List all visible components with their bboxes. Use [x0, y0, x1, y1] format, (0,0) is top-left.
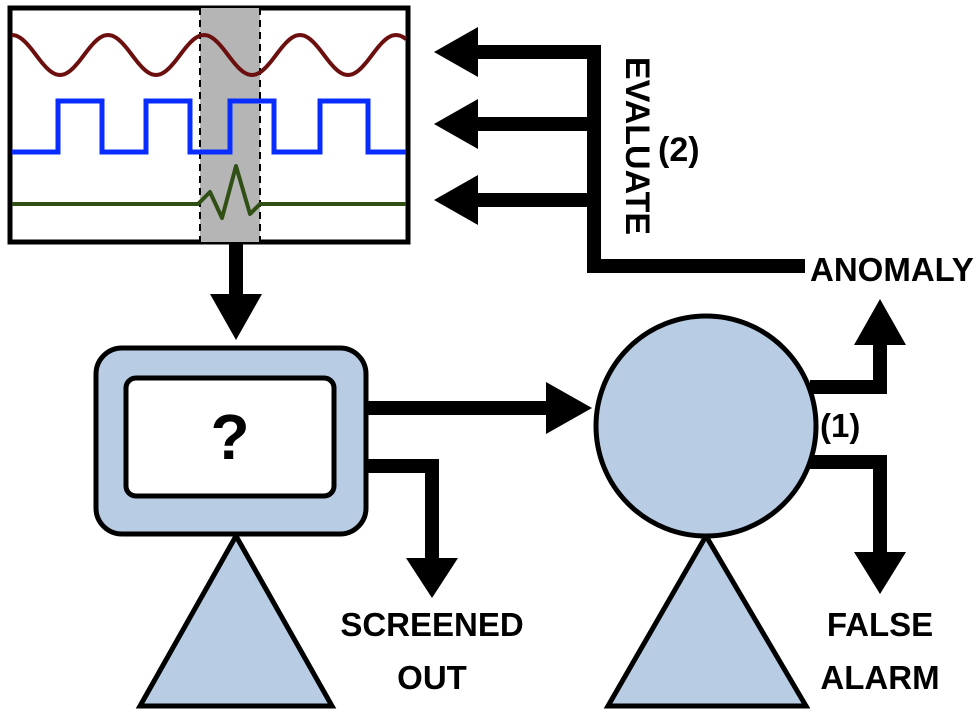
evaluate-bracket — [476, 45, 805, 273]
evaluate-arrowhead-middle — [434, 99, 478, 149]
false-label-line2: ALARM — [820, 659, 939, 696]
screen-to-analyst-arrow — [366, 382, 592, 434]
screening-node-body — [135, 530, 337, 709]
step-two-label: (2) — [658, 131, 700, 169]
false-alarm-arrowhead — [854, 552, 906, 594]
false-label-line1: FALSE — [827, 606, 933, 643]
evaluate-arrowhead-bottom — [434, 175, 478, 225]
screened-out-arrowhead — [406, 558, 458, 598]
screened-label-line2: OUT — [397, 659, 467, 696]
evaluate-label: EVALUATE — [618, 57, 656, 235]
panel-to-screen-arrowhead — [210, 294, 262, 340]
flat-signal — [12, 164, 406, 220]
anomaly-label: ANOMALY — [810, 251, 974, 288]
analyst-to-anomaly-arrow — [810, 299, 906, 394]
screened-out-arrow — [366, 459, 458, 598]
sine-signal — [11, 32, 408, 78]
step-one-label: (1) — [820, 407, 860, 444]
panel-to-screen-arrow — [210, 242, 262, 340]
analyst-to-false-alarm-arrow — [810, 455, 906, 594]
square-signal — [12, 98, 406, 155]
analyst-node-head — [593, 313, 819, 539]
screened-label-line1: SCREENED — [340, 606, 523, 643]
screen-to-analyst-arrowhead — [546, 382, 592, 434]
signal-panel — [7, 5, 411, 245]
question-mark-icon: ? — [210, 401, 249, 473]
screening-monitor-screen — [123, 375, 337, 499]
analyst-node-body — [603, 531, 811, 709]
evaluate-feedback: EVALUATE (2) ANOMALY — [434, 27, 974, 288]
analyst-node — [593, 313, 819, 709]
evaluate-arrowhead-top — [434, 27, 478, 77]
analyst-to-anomaly-arrowhead — [854, 299, 906, 345]
screening-node: ? — [93, 345, 369, 709]
